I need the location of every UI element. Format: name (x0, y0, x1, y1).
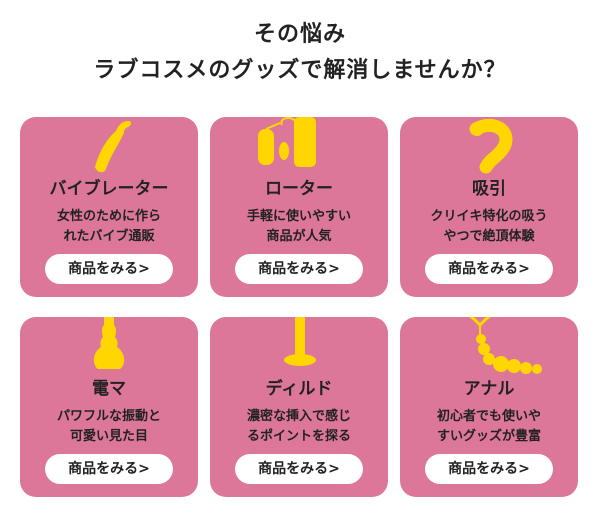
card-description: 初心者でも使いや すいグッズが豊富 (400, 407, 578, 447)
card-title: 吸引 (472, 179, 506, 199)
card-description-line2: 商品が人気 (266, 229, 332, 244)
card-description-line1: 初心者でも使いや (436, 409, 541, 424)
view-products-button[interactable]: 商品をみる> (425, 454, 553, 484)
card-description: パワフルな振動と 可愛い見た目 (20, 407, 198, 447)
page-title-line2: ラブコスメのグッズで解消しませんか？ (93, 58, 507, 83)
card-description-line1: 女性のために作ら (56, 209, 161, 224)
card-description: クリイキ特化の吸う やつで絶頂体験 (400, 207, 578, 247)
view-products-button[interactable]: 商品をみる> (45, 254, 173, 284)
card-title: ディルド (265, 379, 333, 399)
card-description-line2: すいグッズが豊富 (436, 429, 541, 444)
category-card-anal[interactable]: アナル 初心者でも使いや すいグッズが豊富 商品をみる> (400, 317, 578, 497)
category-card-dildo[interactable]: ディルド 濃密な挿入で感じ るポイントを探る 商品をみる> (210, 317, 388, 497)
category-card-rotor[interactable]: ローター 手軽に使いやすい 商品が人気 商品をみる> (210, 117, 388, 297)
page-title-line1: その悩み (253, 22, 346, 47)
card-title: アナル (463, 379, 515, 399)
view-products-button[interactable]: 商品をみる> (425, 254, 553, 284)
rotor-icon (258, 117, 316, 167)
anal-beads-icon (469, 317, 542, 374)
category-card-vibrator[interactable]: バイブレーター 女性のために作ら れたバイブ通販 商品をみる> (20, 117, 198, 297)
view-products-button[interactable]: 商品をみる> (45, 454, 173, 484)
card-description-line1: クリイキ特化の吸う (430, 209, 548, 224)
view-products-button[interactable]: 商品をみる> (235, 454, 363, 484)
category-card-suction[interactable]: 吸引 クリイキ特化の吸う やつで絶頂体験 商品をみる> (400, 117, 578, 297)
card-title: バイブレーター (49, 179, 169, 199)
card-description-line2: るポイントを探る (246, 429, 351, 444)
card-description-line1: パワフルな振動と (56, 409, 161, 424)
card-description-line1: 濃密な挿入で感じ (246, 409, 351, 424)
view-products-button[interactable]: 商品をみる> (235, 254, 363, 284)
card-description: 女性のために作ら れたバイブ通販 (20, 207, 198, 247)
card-title: ローター (265, 179, 333, 199)
card-description-line2: れたバイブ通販 (63, 229, 155, 244)
wand-massager-icon (93, 317, 125, 369)
card-description-line2: 可愛い見た目 (69, 429, 148, 444)
card-description-line1: 手軽に使いやすい (246, 209, 351, 224)
card-description: 濃密な挿入で感じ るポイントを探る (210, 407, 388, 447)
card-description-line2: やつで絶頂体験 (443, 229, 535, 244)
dildo-icon (284, 317, 316, 366)
category-card-wand[interactable]: 電マ パワフルな振動と 可愛い見た目 商品をみる> (20, 317, 198, 497)
card-description: 手軽に使いやすい 商品が人気 (210, 207, 388, 247)
suction-toy-icon (469, 118, 513, 174)
card-title: 電マ (92, 379, 126, 399)
vibrator-icon (95, 121, 131, 173)
